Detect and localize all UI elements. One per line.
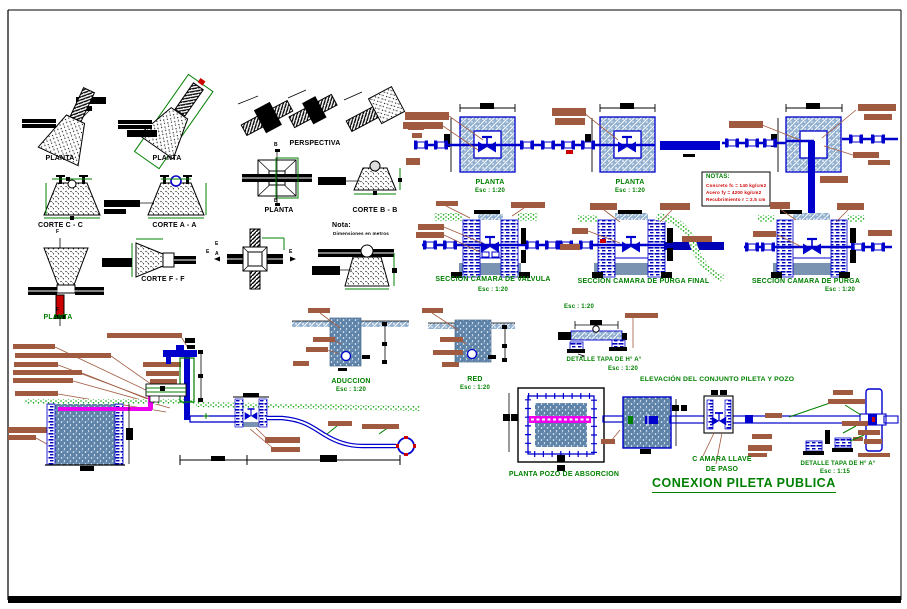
sheet-frame xyxy=(7,9,902,603)
label-corte-cc: CORTE C - C xyxy=(38,222,83,229)
label-planta-camara-2: PLANTA xyxy=(615,179,645,186)
label-planta-1: PLANTA xyxy=(45,155,75,162)
corte-aa-view xyxy=(104,175,207,219)
camara-llave-de-paso xyxy=(702,390,772,465)
label-planta-camara-1: PLANTA xyxy=(475,179,505,186)
label-esc-tapa-2: Esc : 1:15 xyxy=(819,469,851,475)
label-camara-llave-1: C AMARA LLAVE xyxy=(692,456,752,463)
label-aduccion: ADUCCION xyxy=(331,378,371,385)
marker-b-bottom: B xyxy=(274,198,278,204)
label-esc-purga-final: Esc : 1:20 xyxy=(563,304,595,310)
label-corte-aa: CORTE A - A xyxy=(152,222,197,229)
label-planta-2: PLANTA xyxy=(152,155,182,162)
marker-a: A xyxy=(215,251,219,257)
label-planta-3: PLANTA xyxy=(264,207,294,214)
label-notas-line-1: Concreto fc = 140 kg/cm2 xyxy=(706,183,767,188)
label-tapa-2: DETALLE TAPA DE H° A° xyxy=(800,461,876,467)
marker-e-2: E xyxy=(215,241,219,247)
label-camara-llave-2: DE PASO xyxy=(705,466,739,473)
marker-e-right: E xyxy=(289,249,293,255)
red-detail xyxy=(422,308,515,367)
notas-box xyxy=(701,171,771,207)
label-esc-camara-2: Esc : 1:20 xyxy=(614,188,646,194)
seccion-camara-valvula xyxy=(416,201,564,278)
elevacion-pileta-pozo xyxy=(8,333,420,471)
label-notas-title: NOTAS: xyxy=(706,174,730,180)
label-tapa-1: DETALLE TAPA DE H° A° xyxy=(566,357,642,363)
tapa-detail-1 xyxy=(558,313,658,359)
conexion-pipe-run xyxy=(669,399,865,424)
pozo-elevacion-square xyxy=(601,396,687,454)
label-seccion-valvula: SECCION CAMARA DE VALVULA xyxy=(435,276,551,283)
label-seccion-purga: SECCION CAMARA DE PURGA xyxy=(751,278,861,285)
label-perspectiva: PERSPECTIVA xyxy=(289,140,341,147)
planta-camara-3 xyxy=(722,103,898,214)
label-corte-bb: CORTE B - B xyxy=(352,207,398,214)
label-esc-camara-1: Esc : 1:20 xyxy=(474,188,506,194)
planta-camara-2 xyxy=(552,103,720,173)
planta-plus-view xyxy=(214,228,296,290)
seccion-camara-purga-final xyxy=(558,203,726,282)
planta-view-2 xyxy=(118,73,214,170)
planta-pozo-absorcion xyxy=(503,387,624,471)
marker-e-left: E xyxy=(206,249,210,255)
label-red: RED xyxy=(467,376,483,383)
pileta-publica-elevacion xyxy=(833,388,899,452)
label-nota-body: Dimensiones en metros xyxy=(333,231,390,236)
aduccion-detail xyxy=(292,308,409,371)
seccion-camara-purga xyxy=(744,202,892,278)
label-esc-valvula: Esc : 1:20 xyxy=(477,287,509,293)
corte-cc-view xyxy=(43,175,101,220)
label-esc-purga: Esc : 1:20 xyxy=(824,287,856,293)
label-esc-red: Esc : 1:20 xyxy=(459,385,491,391)
planta-cross-view xyxy=(242,149,312,206)
marker-f-bottom: F xyxy=(56,307,60,313)
marker-f-top: F xyxy=(56,229,60,235)
planta-view-1 xyxy=(22,87,106,167)
label-planta-4: PLANTA xyxy=(43,314,73,321)
corte-ff-view xyxy=(102,238,196,278)
marker-b-top: B xyxy=(274,142,278,148)
label-esc-tapa-1: Esc : 1:20 xyxy=(607,366,639,372)
planta-funnel-view xyxy=(28,238,104,326)
label-esc-aduccion: Esc : 1:20 xyxy=(335,387,367,393)
perspectiva-views xyxy=(237,85,424,138)
corte-dd-view xyxy=(312,244,397,290)
label-elevacion-conjunto: ELEVACIÓN DEL CONJUNTO PILETA Y POZO xyxy=(640,376,795,383)
label-notas-line-2: Acero fy = 4200 kg/cm2 xyxy=(706,190,762,195)
main-title: CONEXION PILETA PUBLICA xyxy=(652,476,836,493)
label-planta-pozo-absorcion: PLANTA POZO DE ABSORCION xyxy=(508,471,620,478)
label-seccion-purga-final: SECCION CAMARA DE PURGA FINAL xyxy=(577,278,710,285)
label-nota-title: Nota: xyxy=(332,222,351,229)
planta-camara-1 xyxy=(403,103,560,173)
label-notas-line-3: Recubrimiento r = 2.5 cm xyxy=(706,197,766,202)
corte-bb-view xyxy=(318,160,402,195)
label-corte-ff: CORTE F - F xyxy=(141,276,185,283)
tapa-detail-2 xyxy=(803,421,890,457)
